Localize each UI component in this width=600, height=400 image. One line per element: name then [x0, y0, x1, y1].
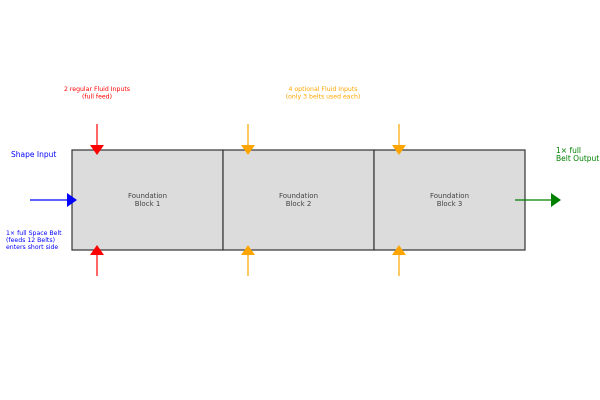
- shape-input-annotation-line1: 1× full Space Belt: [6, 230, 62, 237]
- foundation-blocks: Foundation Block 1 Foundation Block 2 Fo…: [71, 149, 526, 251]
- regular-fluid-top-arrow-icon: [90, 145, 104, 155]
- regular-fluid-annotation-line2: (full feed): [82, 94, 112, 101]
- block-3-label-line2: Block 3: [437, 200, 463, 208]
- block-1-label-line1: Foundation: [128, 192, 167, 200]
- optional-fluid-top-arrow-icon-2: [392, 145, 406, 155]
- belt-output: 1× full Belt Output: [515, 146, 599, 207]
- optional-fluid-annotation-line1: 4 optional Fluid Inputs: [288, 86, 357, 93]
- belt-output-annotation-line2: Belt Output: [556, 154, 599, 163]
- regular-fluid-bottom-arrow-icon: [90, 245, 104, 255]
- optional-fluid-bottom-arrow-icon-1: [241, 245, 255, 255]
- foundation-block-1: [71, 149, 224, 251]
- shape-input: Shape Input 1× full Space Belt (feeds 12…: [6, 150, 77, 251]
- shape-input-annotation-line2: (feeds 12 Belts): [6, 237, 55, 244]
- block-2-label-line2: Block 2: [286, 200, 312, 208]
- block-3-label-line1: Foundation: [430, 192, 469, 200]
- block-2-label-line1: Foundation: [279, 192, 318, 200]
- shape-input-annotation-line3: enters short side: [6, 244, 58, 251]
- regular-fluid-annotation-line1: 2 regular Fluid Inputs: [64, 86, 130, 93]
- foundation-block-3: [373, 149, 526, 251]
- belt-output-arrow-icon: [551, 193, 561, 207]
- optional-fluid-annotation-line2: (only 3 belts used each): [286, 94, 361, 101]
- shape-input-arrow-icon: [67, 193, 77, 207]
- regular-fluid-inputs: 2 regular Fluid Inputs (full feed): [64, 86, 130, 276]
- belt-output-annotation-line1: 1× full: [556, 146, 581, 155]
- block-1-label-line2: Block 1: [135, 200, 161, 208]
- optional-fluid-bottom-arrow-icon-2: [392, 245, 406, 255]
- optional-fluid-inputs: 4 optional Fluid Inputs (only 3 belts us…: [241, 86, 406, 276]
- shape-input-title: Shape Input: [11, 150, 56, 159]
- optional-fluid-top-arrow-icon-1: [241, 145, 255, 155]
- foundation-block-2: [222, 149, 375, 251]
